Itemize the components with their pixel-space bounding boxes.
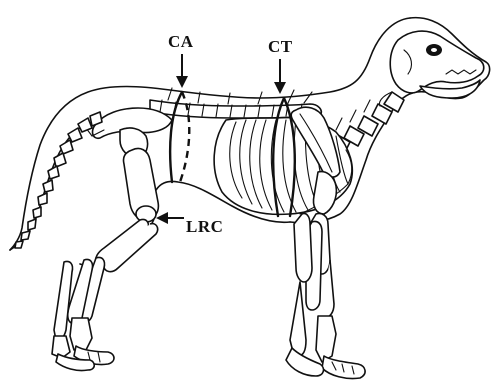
ca-arrow-icon [176, 76, 188, 88]
ct-arrow-icon [274, 82, 286, 94]
ct-marker: CT [268, 37, 293, 94]
lrc-marker: LRC [156, 212, 223, 236]
skull [390, 31, 484, 98]
lrc-arrow-icon [156, 212, 168, 224]
ca-label: CA [168, 32, 194, 51]
ca-marker: CA [168, 32, 194, 88]
hind-leg-bones [52, 148, 158, 370]
ct-label: CT [268, 37, 293, 56]
lrc-label: LRC [186, 217, 223, 236]
